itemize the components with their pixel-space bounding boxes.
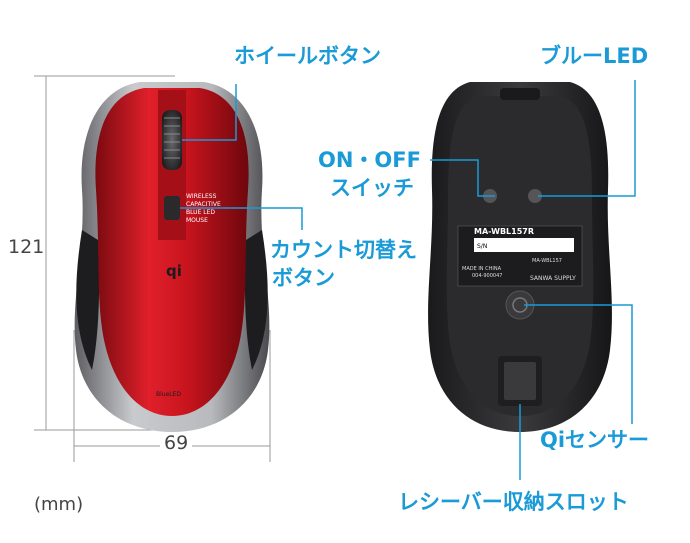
brand-name: SANWA SUPPLY xyxy=(530,275,576,282)
scroll-wheel xyxy=(162,110,182,170)
mouse-label-line2: CAPACITIVE xyxy=(186,201,221,208)
count-toggle-button xyxy=(164,196,180,220)
callout-blue-led: ブルーLED xyxy=(540,44,649,68)
model-name: MA-WBL157R xyxy=(474,227,534,236)
callout-count-toggle-line1: カウント切替え xyxy=(270,238,417,262)
callout-receiver-slot: レシーバー収納スロット xyxy=(398,490,629,514)
serial-label: S/N xyxy=(477,243,487,250)
serial-box xyxy=(474,238,574,252)
callout-wheel-button: ホイールボタン xyxy=(234,44,381,68)
dimension-unit: (mm) xyxy=(34,494,84,515)
qi-logo: qi xyxy=(166,262,182,280)
callout-qi-sensor: Qiセンサー xyxy=(540,428,650,452)
product-label xyxy=(457,225,583,287)
mouse-label-line4: MOUSE xyxy=(186,217,208,224)
blue-led xyxy=(528,189,542,203)
callout-count-toggle-line2: ボタン xyxy=(272,266,335,290)
dimension-height: 121 xyxy=(8,236,45,258)
mouse-top-side-grip-left xyxy=(76,230,100,370)
top-foot-pad xyxy=(500,88,540,100)
mouse-label-line1: WIRELESS xyxy=(186,193,217,200)
mouse-top-red-shell xyxy=(95,88,249,416)
model-small: MA-WBL157 xyxy=(532,258,562,264)
mouse-top-view xyxy=(74,82,270,432)
mouse-bottom-mark: BlueLED xyxy=(156,391,181,398)
leader-lines xyxy=(180,80,636,480)
dimension-width: 69 xyxy=(160,432,193,454)
made-in: MADE IN CHINA xyxy=(462,266,502,272)
callout-on-off-line1: ON・OFF xyxy=(318,148,421,172)
mouse-bottom-view xyxy=(428,82,612,432)
certification-code: 004-900047 xyxy=(472,273,502,279)
callout-on-off-line2: スイッチ xyxy=(330,176,414,200)
mouse-label-line3: BLUE LED xyxy=(186,209,215,216)
mouse-top-side-grip-right xyxy=(244,230,268,370)
